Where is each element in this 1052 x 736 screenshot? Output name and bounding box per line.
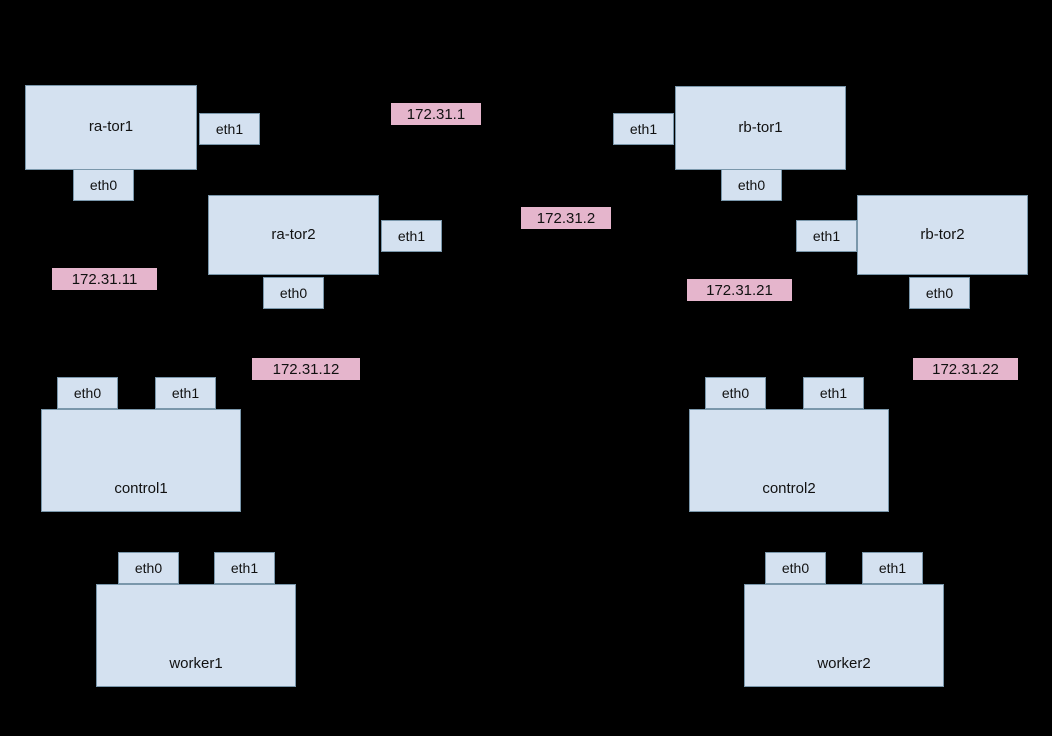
node-label-ra-tor2: ra-tor2 <box>271 225 316 243</box>
interface-label-control2-eth1: eth1 <box>819 385 848 401</box>
network-label-text-net-172-31-11: 172.31.11 <box>71 270 138 288</box>
interface-label-worker1-eth0: eth0 <box>134 560 163 576</box>
interface-label-ra-tor2-eth1: eth1 <box>397 228 426 244</box>
interface-worker1-eth1[interactable]: eth1 <box>214 552 275 584</box>
interface-rb-tor1-eth1[interactable]: eth1 <box>613 113 674 145</box>
interface-rb-tor2-eth0[interactable]: eth0 <box>909 277 970 309</box>
network-label-net-172-31-22[interactable]: 172.31.22 <box>913 358 1018 380</box>
interface-label-worker1-eth1: eth1 <box>230 560 259 576</box>
interface-label-worker2-eth0: eth0 <box>781 560 810 576</box>
network-label-net-172-31-21[interactable]: 172.31.21 <box>687 279 792 301</box>
network-label-net-172-31-11[interactable]: 172.31.11 <box>52 268 157 290</box>
interface-worker2-eth1[interactable]: eth1 <box>862 552 923 584</box>
node-ra-tor2[interactable]: ra-tor2 <box>208 195 379 275</box>
node-worker1[interactable]: worker1 <box>96 584 296 687</box>
interface-ra-tor1-eth1[interactable]: eth1 <box>199 113 260 145</box>
interface-rb-tor1-eth0[interactable]: eth0 <box>721 169 782 201</box>
node-label-control1: control1 <box>114 479 168 497</box>
network-label-net-172-31-1[interactable]: 172.31.1 <box>391 103 481 125</box>
network-label-net-172-31-12[interactable]: 172.31.12 <box>252 358 360 380</box>
node-label-worker2: worker2 <box>817 654 871 672</box>
interface-ra-tor1-eth0[interactable]: eth0 <box>73 169 134 201</box>
node-label-rb-tor1: rb-tor1 <box>738 118 783 136</box>
interface-label-control1-eth1: eth1 <box>171 385 200 401</box>
interface-worker2-eth0[interactable]: eth0 <box>765 552 826 584</box>
interface-ra-tor2-eth1[interactable]: eth1 <box>381 220 442 252</box>
interface-control2-eth0[interactable]: eth0 <box>705 377 766 409</box>
node-label-control2: control2 <box>762 479 816 497</box>
node-label-worker1: worker1 <box>169 654 223 672</box>
node-rb-tor1[interactable]: rb-tor1 <box>675 86 846 170</box>
interface-label-control2-eth0: eth0 <box>721 385 750 401</box>
node-control2[interactable]: control2 <box>689 409 889 512</box>
network-label-text-net-172-31-22: 172.31.22 <box>932 360 999 378</box>
interface-control1-eth0[interactable]: eth0 <box>57 377 118 409</box>
interface-label-control1-eth0: eth0 <box>73 385 102 401</box>
network-label-text-net-172-31-1: 172.31.1 <box>406 105 466 123</box>
interface-label-rb-tor1-eth0: eth0 <box>737 177 766 193</box>
node-rb-tor2[interactable]: rb-tor2 <box>857 195 1028 275</box>
interface-label-ra-tor2-eth0: eth0 <box>279 285 308 301</box>
interface-label-ra-tor1-eth0: eth0 <box>89 177 118 193</box>
interface-label-rb-tor1-eth1: eth1 <box>629 121 658 137</box>
interface-label-worker2-eth1: eth1 <box>878 560 907 576</box>
node-label-rb-tor2: rb-tor2 <box>920 225 965 243</box>
interface-worker1-eth0[interactable]: eth0 <box>118 552 179 584</box>
node-ra-tor1[interactable]: ra-tor1 <box>25 85 197 170</box>
network-label-text-net-172-31-12: 172.31.12 <box>272 360 340 378</box>
network-label-text-net-172-31-21: 172.31.21 <box>706 281 773 299</box>
interface-label-ra-tor1-eth1: eth1 <box>215 121 244 137</box>
node-control1[interactable]: control1 <box>41 409 241 512</box>
node-worker2[interactable]: worker2 <box>744 584 944 687</box>
interface-label-rb-tor2-eth0: eth0 <box>925 285 954 301</box>
interface-control2-eth1[interactable]: eth1 <box>803 377 864 409</box>
network-label-text-net-172-31-2: 172.31.2 <box>536 209 596 227</box>
node-label-ra-tor1: ra-tor1 <box>88 118 134 136</box>
interface-label-rb-tor2-eth1: eth1 <box>812 228 841 244</box>
interface-ra-tor2-eth0[interactable]: eth0 <box>263 277 324 309</box>
interface-control1-eth1[interactable]: eth1 <box>155 377 216 409</box>
interface-rb-tor2-eth1[interactable]: eth1 <box>796 220 857 252</box>
network-label-net-172-31-2[interactable]: 172.31.2 <box>521 207 611 229</box>
